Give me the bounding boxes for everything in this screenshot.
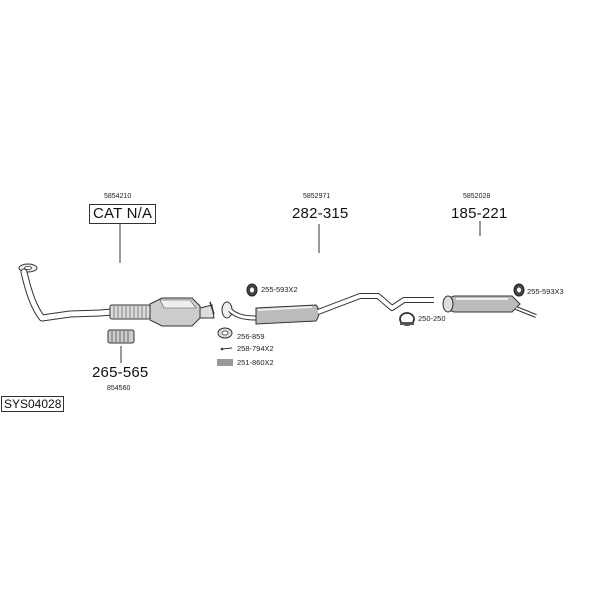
accessory-code-clamp[interactable]: 250-250 — [418, 314, 446, 323]
part-number-cat[interactable]: CAT N/A — [89, 204, 157, 224]
part-number-rear[interactable]: 185-221 — [451, 205, 508, 222]
part-ref-flex: 854560 — [107, 385, 131, 392]
clamp-part — [399, 312, 415, 326]
part-number-middle[interactable]: 282-315 — [292, 205, 349, 222]
catalytic-converter — [149, 297, 215, 327]
accessory-code-spring[interactable]: 251-860X2 — [237, 358, 274, 367]
part-ref-cat: 5854210 — [104, 193, 132, 200]
rear-silencer — [442, 295, 537, 318]
flex-section-inline — [109, 304, 151, 320]
accessory-code-bolt[interactable]: 258-794X2 — [237, 344, 274, 353]
system-code: SYS04028 — [1, 396, 65, 412]
part-ref-rear: 5852028 — [463, 193, 491, 200]
front-pipe — [18, 263, 116, 322]
bolt-part — [220, 347, 233, 351]
accessory-code-gasket[interactable]: 256-859 — [237, 332, 265, 341]
middle-silencer — [221, 293, 434, 325]
spring-part — [217, 359, 233, 366]
gasket-part — [217, 327, 233, 339]
rubber-mount-mid — [246, 283, 258, 297]
part-ref-middle: 5852971 — [303, 193, 331, 200]
part-number-flex[interactable]: 265-565 — [92, 364, 149, 381]
rubber-mount-rear — [513, 283, 525, 297]
flex-section-part — [107, 329, 135, 344]
accessory-code-mount-rear[interactable]: 255-593X3 — [527, 287, 564, 296]
accessory-code-mount-mid[interactable]: 255-593X2 — [261, 285, 298, 294]
